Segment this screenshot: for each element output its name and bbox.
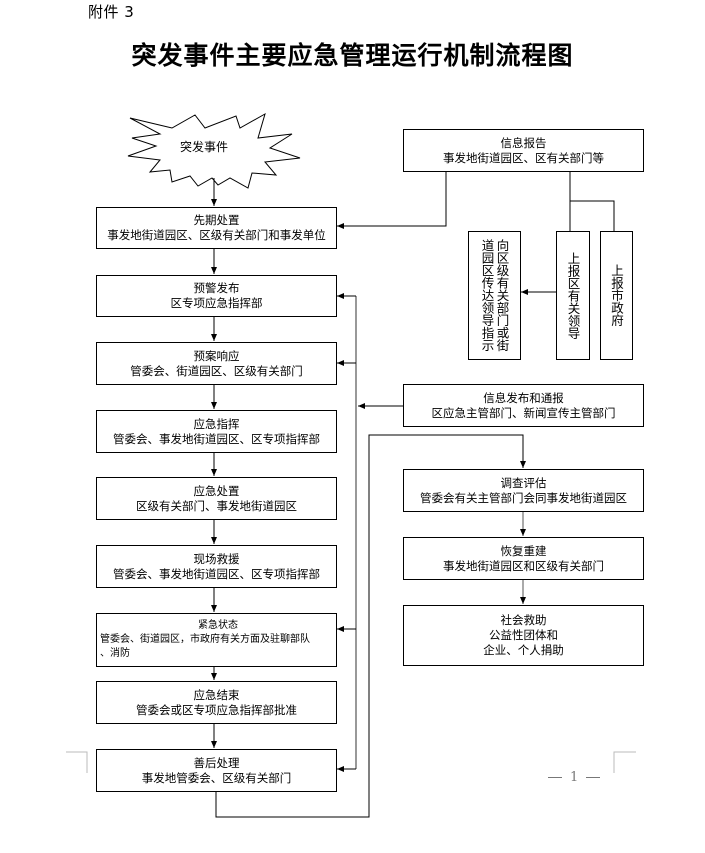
step-onsite-rescue: 现场救援 管委会、事发地街道园区、区专项指挥部 <box>96 545 337 588</box>
info-publish-subtitle: 区应急主管部门、新闻宣传主管部门 <box>431 405 616 420</box>
info-report-subtitle: 事发地街道园区、区有关部门等 <box>443 150 604 165</box>
step-title: 预案响应 <box>193 348 240 363</box>
step-subtitle: 管委会、街道园区、区级有关部门 <box>130 363 303 378</box>
step-warning-release: 预警发布 区专项应急指挥部 <box>96 275 337 317</box>
step-title: 预警发布 <box>193 281 240 295</box>
step-title: 恢复重建 <box>500 543 547 558</box>
corner-mark-right <box>613 751 636 773</box>
page-number-value: 1 <box>570 770 579 785</box>
step-subtitle: 管委会、街道园区，市政府有关方面及驻聊部队 <box>100 634 310 645</box>
step-subtitle: 事发地街道园区、区级有关部门和事发单位 <box>107 228 326 242</box>
step-emergency-state: 紧急状态 管委会、街道园区，市政府有关方面及驻聊部队 、消防 <box>96 613 337 667</box>
corner-mark-left <box>66 751 88 773</box>
step-subtitle: 事发地管委会、区级有关部门 <box>141 770 292 785</box>
vertical-box-city-government: 上报市政府 <box>600 231 633 360</box>
vertical-box-district-leaders: 上报区有关领导 <box>556 231 590 360</box>
vertical-box-instructions: 向区级有关部门或街 道园区传达领导指示 <box>468 231 521 360</box>
page-dash-right <box>586 777 601 778</box>
step-subtitle: 区级有关部门、事发地街道园区 <box>136 498 297 513</box>
step-emergency-handling: 应急处置 区级有关部门、事发地街道园区 <box>96 477 337 520</box>
step-title: 紧急状态 <box>198 620 238 631</box>
vertical-text-col: 上报区有关领导 <box>565 251 581 340</box>
step-subtitle: 管委会、事发地街道园区、区专项指挥部 <box>113 431 320 446</box>
step-title: 应急处置 <box>193 483 240 498</box>
step-title: 善后处理 <box>193 755 240 770</box>
step-subtitle-continued: 企业、个人捐助 <box>483 643 564 657</box>
info-report-title: 信息报告 <box>500 135 547 150</box>
info-publish-box: 信息发布和通报 区应急主管部门、新闻宣传主管部门 <box>403 384 644 427</box>
page-number: 1 <box>540 770 608 785</box>
step-emergency-end: 应急结束 管委会或区专项应急指挥部批准 <box>96 681 337 724</box>
step-subtitle: 公益性团体和 <box>489 628 558 642</box>
step-plan-response: 预案响应 管委会、街道园区、区级有关部门 <box>96 342 337 385</box>
step-subtitle: 管委会有关主管部门会同事发地街道园区 <box>420 490 627 505</box>
line-branch-to-city <box>570 200 615 231</box>
step-emergency-command: 应急指挥 管委会、事发地街道园区、区专项指挥部 <box>96 410 337 453</box>
page-title: 突发事件主要应急管理运行机制流程图 <box>131 41 574 70</box>
loop-box9-to-investigation <box>215 434 526 818</box>
arrow-inforeport-to-box1 <box>337 171 447 229</box>
info-report-box: 信息报告 事发地街道园区、区有关部门等 <box>403 129 644 172</box>
step-investigation: 调查评估 管委会有关主管部门会同事发地街道园区 <box>403 469 644 512</box>
step-title: 现场救援 <box>193 551 240 566</box>
vertical-text-col: 上报市政府 <box>609 264 624 327</box>
step-subtitle: 事发地街道园区和区级有关部门 <box>443 558 604 573</box>
step-aftermath: 善后处理 事发地管委会、区级有关部门 <box>96 749 337 792</box>
page-dash-left <box>548 777 562 778</box>
step-title: 应急指挥 <box>193 416 240 431</box>
info-publish-title: 信息发布和通报 <box>483 390 564 405</box>
burst-shape <box>127 112 301 189</box>
step-subtitle-continued: 、消防 <box>100 648 130 659</box>
step-subtitle: 管委会或区专项应急指挥部批准 <box>136 702 297 717</box>
step-initial-response: 先期处置 事发地街道园区、区级有关部门和事发单位 <box>96 207 337 249</box>
step-title: 调查评估 <box>500 475 547 490</box>
attachment-label: 附件 3 <box>88 3 135 21</box>
step-subtitle: 管委会、事发地街道园区、区专项指挥部 <box>113 566 320 581</box>
step-social-relief: 社会救助 公益性团体和 企业、个人捐助 <box>403 605 644 666</box>
step-subtitle: 区专项应急指挥部 <box>170 296 263 310</box>
step-title: 先期处置 <box>193 213 240 227</box>
vertical-text-col: 向区级有关部门或街 <box>494 239 510 352</box>
step-title: 社会救助 <box>500 613 547 627</box>
step-reconstruction: 恢复重建 事发地街道园区和区级有关部门 <box>403 537 644 580</box>
vertical-text-col: 道园区传达领导指示 <box>479 239 495 352</box>
start-event-label: 突发事件 <box>180 140 229 154</box>
step-title: 应急结束 <box>193 687 240 702</box>
